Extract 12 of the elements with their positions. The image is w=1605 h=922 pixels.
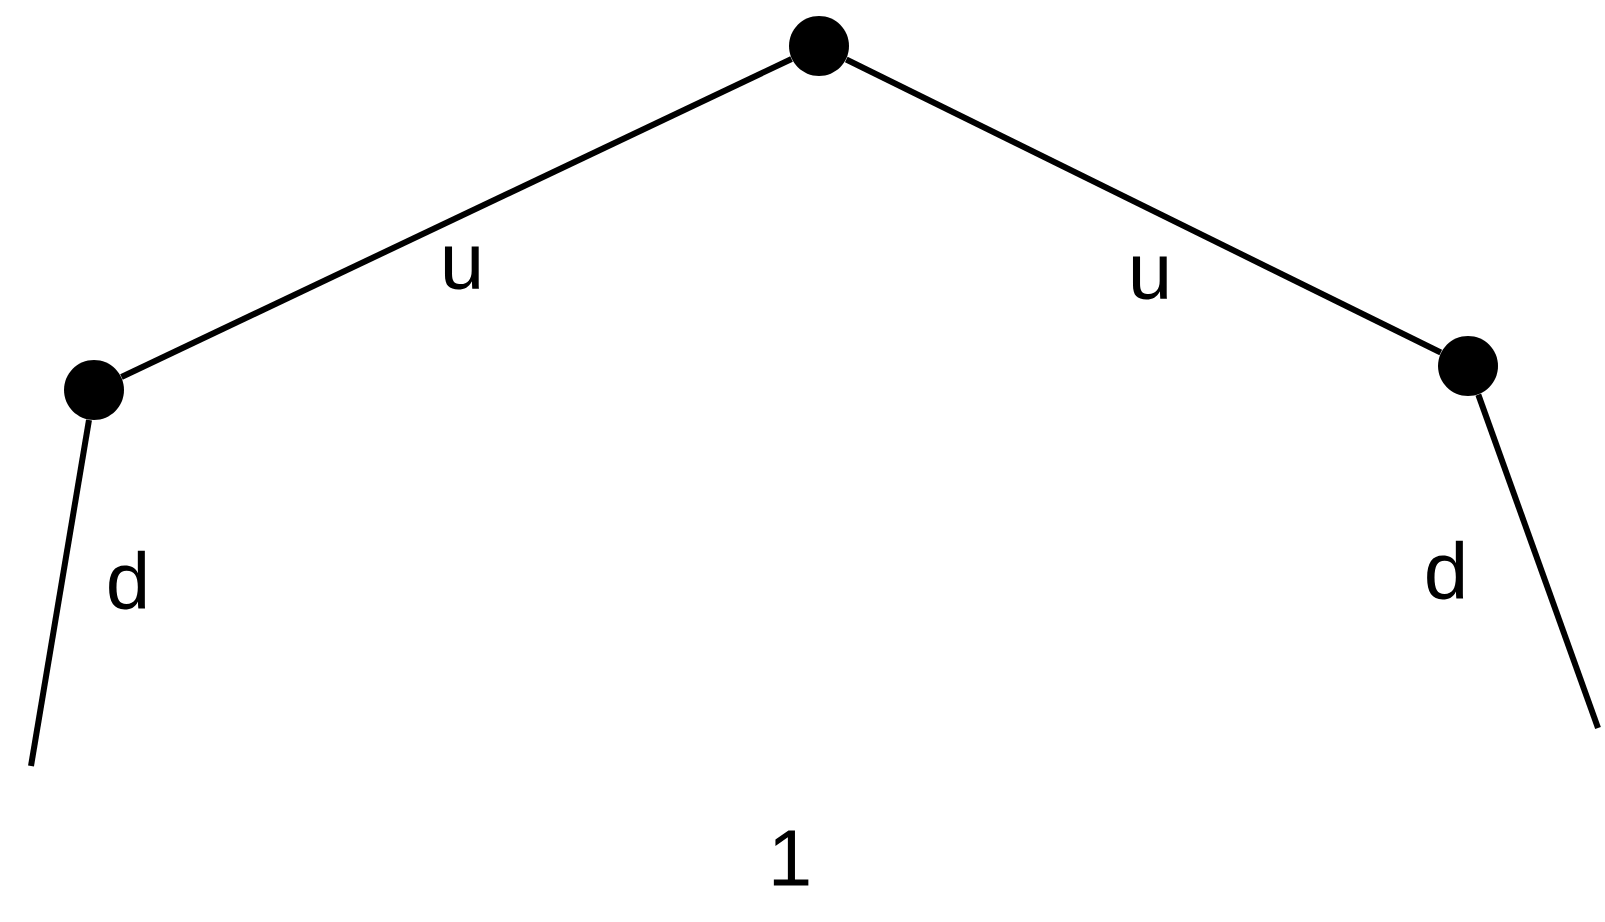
- edge-label: u: [1123, 252, 1177, 304]
- line: [28, 419, 92, 767]
- line: [120, 56, 793, 380]
- line: [844, 56, 1443, 356]
- dot: [789, 16, 849, 76]
- edge-label: d: [1419, 536, 1473, 604]
- edge-label: d: [101, 546, 155, 614]
- edge-label: u: [435, 242, 489, 294]
- dot: [1438, 336, 1498, 396]
- line: [1475, 393, 1601, 730]
- dot: [64, 360, 124, 420]
- figure-number: 1: [773, 830, 809, 886]
